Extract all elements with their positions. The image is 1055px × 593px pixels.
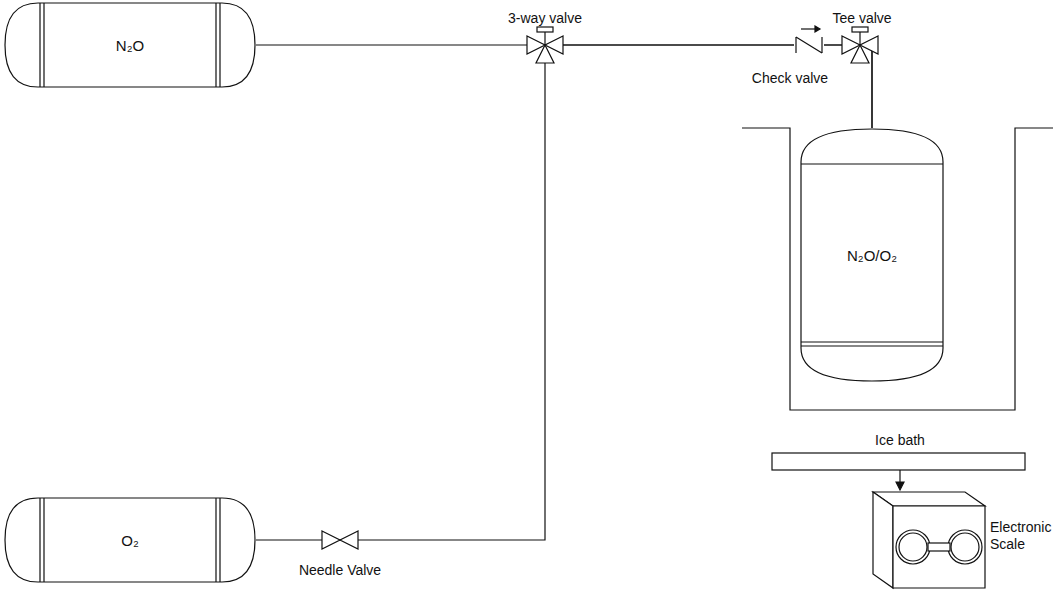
part-label: 3-way valve <box>508 10 582 26</box>
tee-valve-symbol <box>842 27 878 63</box>
part-label: Tee valve <box>832 10 891 26</box>
part-label: Electronic Scale <box>990 519 1055 553</box>
gas-pipe <box>256 45 872 128</box>
three-way-valve-symbol <box>527 27 563 63</box>
check-valve-symbol <box>794 26 824 53</box>
mixing-cylinder: N₂O/O₂ <box>800 128 944 382</box>
electronic-scale-symbol <box>873 492 985 588</box>
needle-valve-symbol <box>322 531 358 549</box>
scale-platform <box>772 453 1025 470</box>
part-label: Needle Valve <box>299 562 381 578</box>
nitrous-oxide-tank: N₂O <box>4 2 256 88</box>
tank-label: N₂O <box>4 37 256 54</box>
ice-bath-container <box>742 128 1053 410</box>
oxygen-tank: O₂ <box>4 497 256 583</box>
part-label: Ice bath <box>875 432 925 448</box>
tank-label: N₂O/O₂ <box>800 247 944 264</box>
part-label: Check valve <box>752 70 828 86</box>
tank-label: O₂ <box>4 532 256 549</box>
